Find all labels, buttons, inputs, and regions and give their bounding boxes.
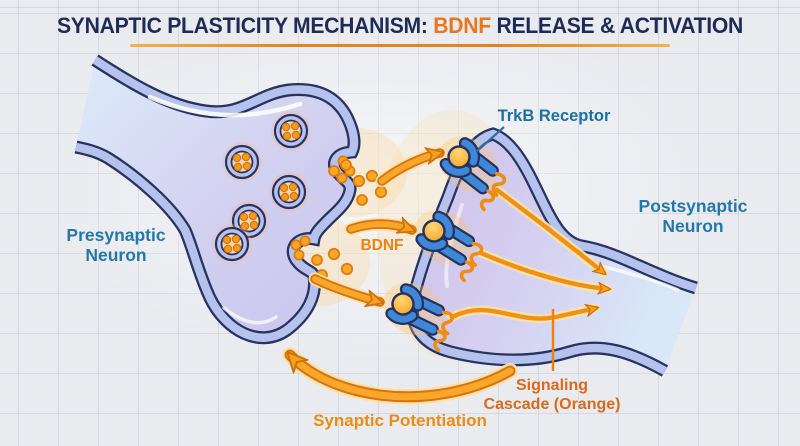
title-prefix: SYNAPTIC PLASTICITY MECHANISM: xyxy=(56,13,434,38)
vesicle xyxy=(267,170,311,214)
cascade-arrow xyxy=(478,250,608,289)
release-arrow xyxy=(348,224,412,230)
bdnf-molecule xyxy=(340,159,352,171)
bdnf-molecule xyxy=(340,262,354,276)
membrane-highlight xyxy=(222,306,278,325)
postsynaptic-label-line2: Neuron xyxy=(662,216,723,236)
diagram-labels: Presynaptic Neuron Postsynaptic Neuron T… xyxy=(66,107,747,430)
potentiation-label: Synaptic Potentiation xyxy=(313,411,487,430)
bdnf-molecule xyxy=(327,247,341,261)
bdnf-molecule xyxy=(328,165,340,177)
title-suffix: RELEASE & ACTIVATION xyxy=(490,13,744,38)
release-arrow xyxy=(312,276,380,302)
bdnf-molecule xyxy=(356,194,368,206)
vesicle xyxy=(220,140,264,184)
bdnf-molecules xyxy=(290,155,388,281)
bdnf-molecule xyxy=(352,174,366,188)
trkb-label: TrkB Receptor xyxy=(498,107,611,125)
bdnf-molecule xyxy=(290,239,302,251)
synaptic-potentiation-arrow xyxy=(282,347,518,405)
title-highlight-bdnf: BDNF xyxy=(433,13,491,38)
bdnf-molecule xyxy=(299,235,311,247)
bdnf-molecule xyxy=(336,172,348,184)
cascade-arrow xyxy=(449,308,596,321)
release-arrow xyxy=(379,153,440,184)
signaling-label-line2: Cascade (Orange) xyxy=(484,396,621,413)
bdnf-label: BDNF xyxy=(360,237,403,254)
signaling-cascade-arrows xyxy=(447,185,613,323)
membrane-highlight xyxy=(147,94,303,118)
bdnf-molecule xyxy=(293,249,305,261)
cascade-arrow xyxy=(494,187,604,273)
signaling-label-line1: Signaling xyxy=(516,377,588,394)
trkb-pointer-line xyxy=(475,126,505,153)
presynaptic-label-line1: Presynaptic xyxy=(66,225,165,245)
bdnf-molecule xyxy=(311,254,323,266)
page-title: SYNAPTIC PLASTICITY MECHANISM: BDNF RELE… xyxy=(24,13,776,39)
presynaptic-label-line2: Neuron xyxy=(85,245,146,265)
title-underline xyxy=(130,44,670,47)
bdnf-release-arrows xyxy=(308,146,447,309)
presynaptic-neuron xyxy=(76,60,354,338)
bdnf-molecule xyxy=(365,169,379,183)
bdnf-molecule xyxy=(374,185,388,199)
vesicle xyxy=(269,109,313,153)
postsynaptic-label-line1: Postsynaptic xyxy=(639,196,748,216)
vesicle xyxy=(210,222,254,266)
